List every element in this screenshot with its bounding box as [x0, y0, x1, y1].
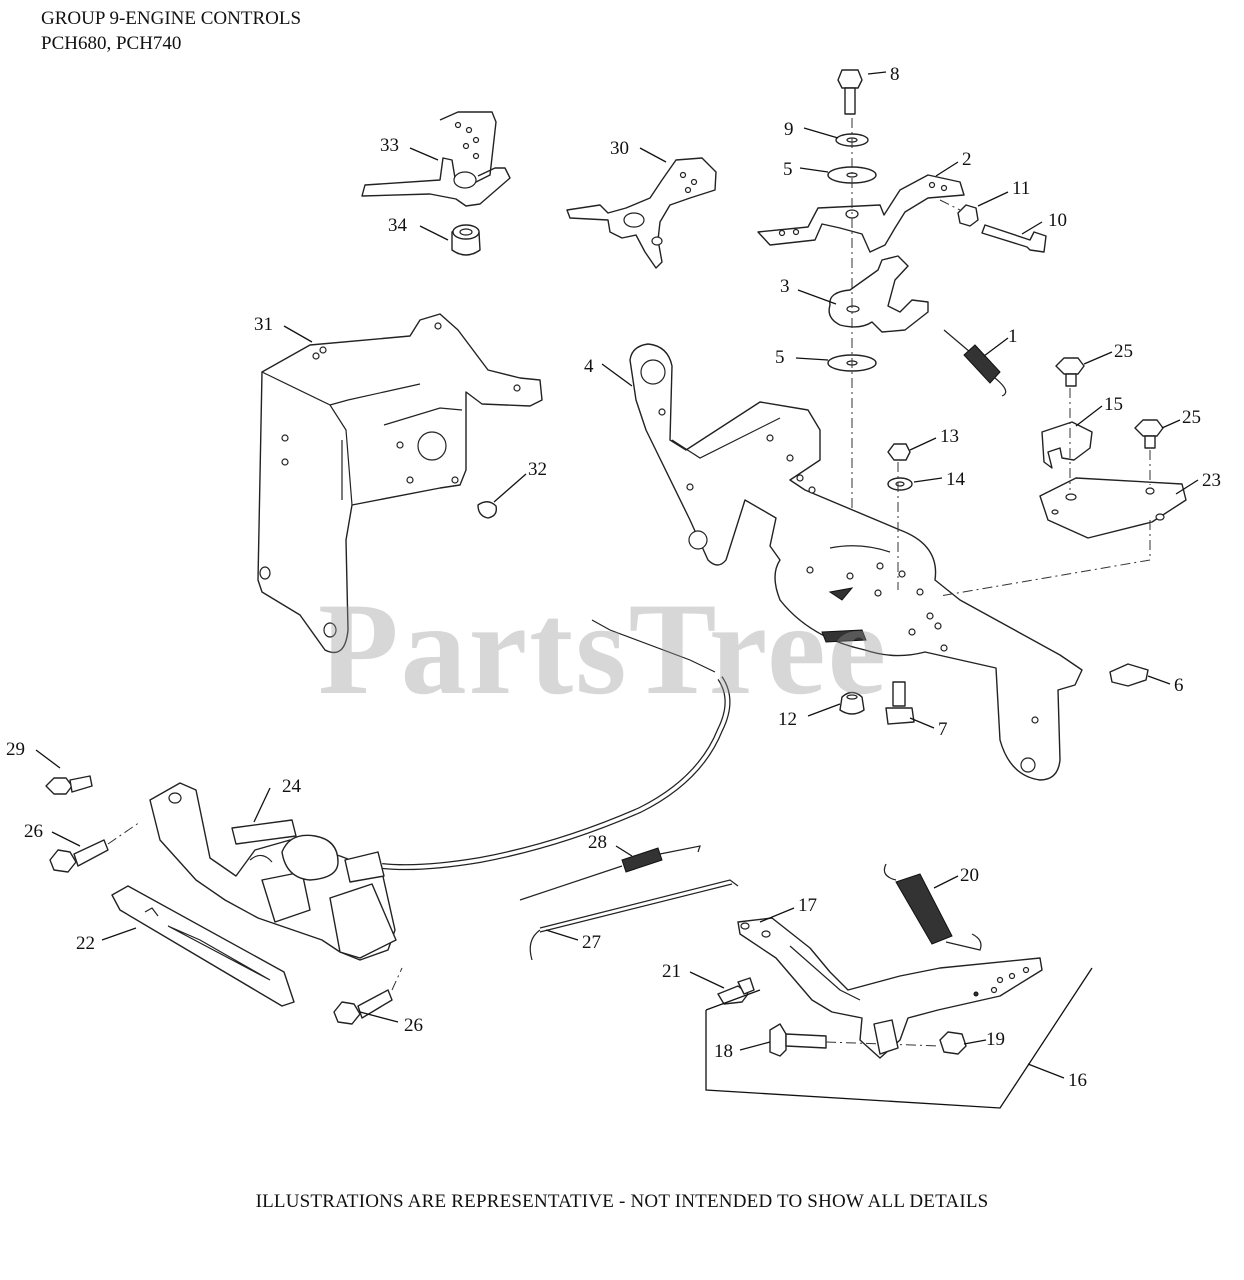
callout-16: 16	[1068, 1070, 1087, 1091]
callout-18: 18	[714, 1041, 733, 1062]
part-13-nut[interactable]	[887, 443, 911, 461]
part-10-bolt[interactable]	[981, 224, 1047, 253]
callout-14: 14	[946, 469, 966, 490]
part-17-throttle-lever[interactable]	[737, 917, 1043, 1059]
callout-20: 20	[960, 865, 979, 886]
callout-10: 10	[1048, 210, 1067, 231]
callout-26-bottom: 26	[404, 1015, 423, 1036]
part-30-control-plate[interactable]	[566, 157, 717, 269]
callout-25-lower: 25	[1182, 407, 1201, 428]
part-2-governor-control-bracket[interactable]	[757, 174, 965, 253]
callout-1: 1	[1008, 326, 1018, 347]
alignment-line-bolt	[939, 199, 961, 211]
callout-6: 6	[1174, 675, 1184, 696]
callout-34: 34	[388, 215, 408, 236]
part-21-clip[interactable]	[717, 977, 755, 1005]
callout-22: 22	[76, 933, 95, 954]
part-29-bolt[interactable]	[45, 775, 93, 795]
callout-32: 32	[528, 459, 547, 480]
callout-31: 31	[254, 314, 273, 335]
part-34-bushing[interactable]	[451, 224, 481, 256]
part-28-spring[interactable]	[519, 845, 701, 901]
part-20-spring[interactable]	[883, 863, 982, 951]
callout-5-lower: 5	[775, 347, 785, 368]
part-33-throttle-plate[interactable]	[361, 111, 511, 207]
callout-17: 17	[798, 895, 817, 916]
part-6-bolt[interactable]	[1109, 663, 1149, 687]
callout-7: 7	[938, 719, 948, 740]
alignment-line-18	[825, 1041, 941, 1047]
callout-25-upper: 25	[1114, 341, 1133, 362]
part-18-shoulder-bolt[interactable]	[769, 1023, 827, 1057]
callout-3: 3	[780, 276, 790, 297]
callout-labels: 1 2 3 4 5 5 6 7 8 9 10 11 12 13 14 15 16…	[6, 64, 1221, 1091]
part-31-engine-bracket[interactable]	[257, 313, 543, 654]
callout-29: 29	[6, 739, 25, 760]
callout-33: 33	[380, 135, 399, 156]
part-14-washer[interactable]	[887, 477, 913, 491]
part-26-bolt-bottom[interactable]	[333, 989, 393, 1025]
part-1-spring[interactable]	[943, 329, 1007, 397]
part-3-lever[interactable]	[828, 255, 929, 333]
part-11-nut[interactable]	[957, 204, 979, 227]
part-32-screw[interactable]	[477, 501, 498, 519]
part-7-stud-bolt[interactable]	[885, 681, 915, 725]
part-22-decal-plate[interactable]	[111, 885, 295, 1007]
callout-9: 9	[784, 119, 794, 140]
callout-12: 12	[778, 709, 797, 730]
callout-2: 2	[962, 149, 972, 170]
callout-28: 28	[588, 832, 607, 853]
part-26-bolt-left[interactable]	[49, 839, 109, 873]
part-12-nut[interactable]	[839, 691, 865, 715]
alignment-line-26a	[107, 821, 141, 845]
footer-disclaimer: ILLUSTRATIONS ARE REPRESENTATIVE - NOT I…	[255, 1191, 989, 1212]
diagram-header: GROUP 9-ENGINE CONTROLS PCH680, PCH740	[41, 6, 301, 56]
part-23-cover-plate[interactable]	[1039, 477, 1187, 539]
part-24-throttle-control[interactable]	[149, 782, 397, 961]
callout-26-left: 26	[24, 821, 43, 842]
callout-30: 30	[610, 138, 629, 159]
model-numbers: PCH680, PCH740	[41, 33, 182, 54]
callout-21: 21	[662, 961, 681, 982]
part-4-control-bracket[interactable]	[629, 343, 1083, 781]
part-8-bolt[interactable]	[837, 69, 863, 115]
part-19-nut[interactable]	[939, 1031, 967, 1055]
alignment-line-26b	[391, 967, 403, 991]
callout-8: 8	[890, 64, 900, 85]
callout-5-upper: 5	[783, 159, 793, 180]
callout-19: 19	[986, 1029, 1005, 1050]
leader-lines	[35, 71, 1199, 1079]
callout-23: 23	[1202, 470, 1221, 491]
callout-13: 13	[940, 426, 959, 447]
part-25-bolt-lower[interactable]	[1134, 419, 1164, 449]
callout-27: 27	[582, 932, 601, 953]
callout-15: 15	[1104, 394, 1123, 415]
watermark: PartsTree	[318, 575, 889, 722]
callout-4: 4	[584, 356, 594, 377]
part-27-linkage-rod[interactable]	[529, 879, 739, 961]
callout-24: 24	[282, 776, 302, 797]
part-25-bolt-upper[interactable]	[1055, 357, 1085, 387]
callout-11: 11	[1012, 178, 1030, 199]
part-17-pivot-boss[interactable]	[873, 1019, 899, 1055]
alignment-line-23	[939, 520, 1151, 597]
throttle-cable[interactable]	[381, 619, 731, 871]
diagram-title: GROUP 9-ENGINE CONTROLS	[41, 8, 302, 29]
part-16-assembly-bracket	[705, 967, 1093, 1109]
part-15-clip[interactable]	[1041, 421, 1093, 469]
